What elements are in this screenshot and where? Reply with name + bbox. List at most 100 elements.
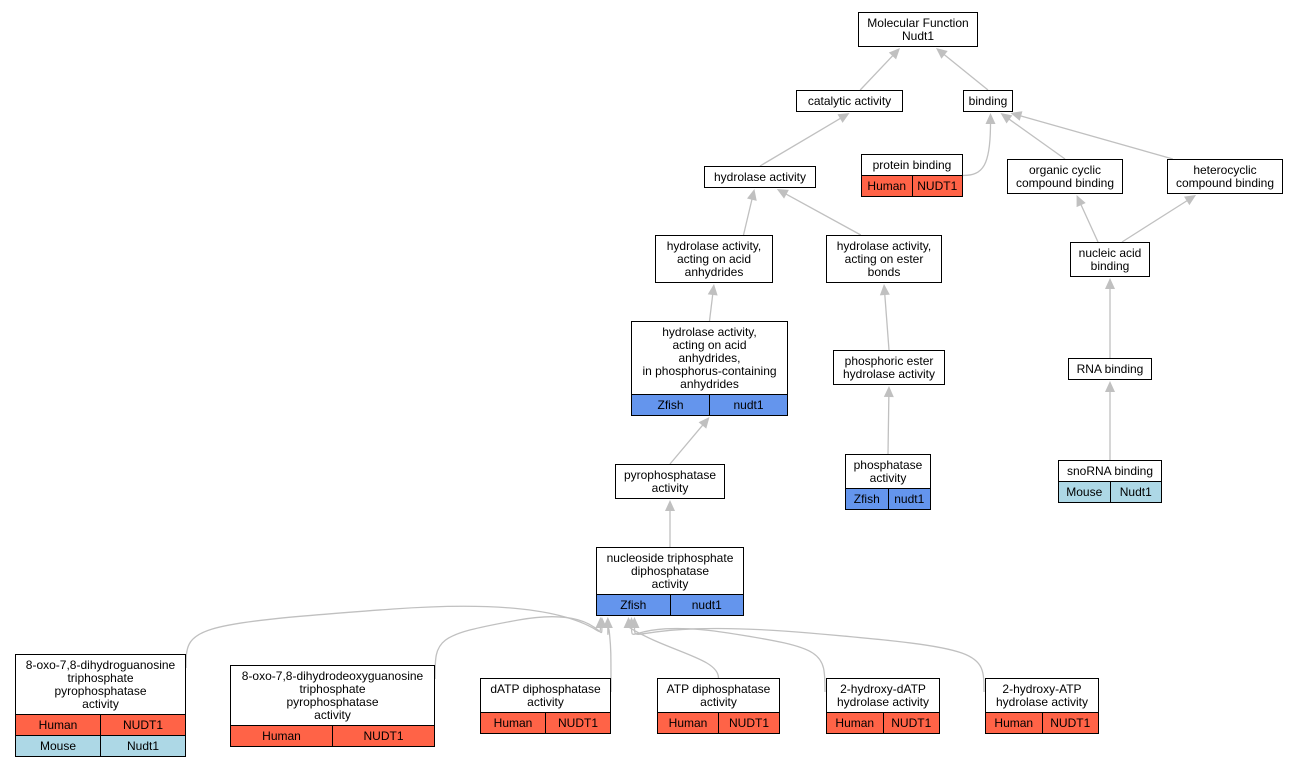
edge-line	[859, 54, 894, 91]
edge-line	[1121, 199, 1188, 243]
species-cell: Human	[668, 716, 708, 730]
go-term-node[interactable]: organic cyclic compound binding	[1007, 159, 1123, 194]
edge-line	[943, 53, 989, 91]
edge-line	[1019, 115, 1173, 160]
edge-arrowhead	[936, 48, 948, 59]
edge-line	[669, 424, 704, 465]
go-term-label: snoRNA binding	[1066, 464, 1154, 478]
go-term-node[interactable]: hydrolase activity, acting on acid anhyd…	[655, 235, 773, 283]
go-term-node[interactable]: hydrolase activity, acting on ester bond…	[826, 235, 942, 283]
species-cell: Human	[867, 179, 907, 193]
go-term-node[interactable]: 8-oxo-7,8-dihydroguanosine triphosphate …	[15, 654, 186, 757]
go-term-label: 8-oxo-7,8-dihydrodeoxyguanosine triphosp…	[241, 669, 424, 722]
edge-line	[607, 626, 612, 693]
go-term-label: 2-hydroxy-dATP hydrolase activity	[836, 682, 930, 709]
species-cell: Mouse	[39, 739, 77, 753]
edge-line	[628, 626, 720, 679]
go-term-node[interactable]: hydrolase activity, acting on acid anhyd…	[631, 321, 788, 416]
go-term-label: RNA binding	[1076, 362, 1144, 376]
edge-line	[887, 395, 890, 455]
go-term-label: dATP diphosphatase activity	[490, 682, 601, 709]
gene-cell: nudt1	[887, 489, 931, 509]
go-term-node[interactable]: hydrolase activity	[704, 166, 816, 188]
gene-cell: nudt1	[709, 395, 787, 415]
species-cell: Zfish	[657, 398, 684, 412]
go-term-label: heterocyclic compound binding	[1175, 163, 1275, 190]
go-term-label: hydrolase activity, acting on acid anhyd…	[666, 239, 762, 279]
edge-arrowhead	[602, 617, 613, 628]
go-term-node[interactable]: heterocyclic compound binding	[1167, 159, 1283, 194]
edge-line	[742, 198, 753, 236]
annotation-row: Human NUDT1	[862, 175, 962, 196]
go-term-node[interactable]: 8-oxo-7,8-dihydrodeoxyguanosine triphosp…	[230, 665, 435, 747]
gene-cell: NUDT1	[911, 176, 963, 196]
gene-cell: NUDT1	[1041, 713, 1099, 733]
edge-line	[708, 293, 714, 322]
go-term-label: nucleoside triphosphate diphosphatase ac…	[606, 551, 734, 591]
edge-arrowhead	[1184, 195, 1196, 206]
gene-cell: nudt1	[669, 595, 744, 615]
species-cell: Human	[38, 718, 78, 732]
edge-arrowhead	[1010, 111, 1023, 121]
go-term-label: catalytic activity	[807, 94, 892, 108]
go-term-label: Molecular Function Nudt1	[867, 16, 969, 43]
go-term-node[interactable]: nucleic acid binding	[1070, 242, 1150, 277]
gene-cell: NUDT1	[882, 713, 940, 733]
go-term-label: hydrolase activity	[713, 170, 807, 184]
edge-arrowhead	[1105, 381, 1115, 392]
edge-arrowhead	[629, 617, 640, 628]
edge-line	[759, 117, 842, 167]
species-cell: Human	[262, 729, 301, 743]
annotation-row: Human NUDT1	[231, 725, 434, 746]
annotation-row: Human NUDT1	[827, 712, 939, 733]
go-term-node[interactable]: binding	[963, 90, 1013, 112]
go-term-label: hydrolase activity, acting on acid anhyd…	[642, 325, 777, 391]
go-term-node[interactable]: catalytic activity	[796, 90, 903, 112]
edge-arrowhead	[707, 284, 718, 296]
gene-cell: NUDT1	[718, 713, 779, 733]
gene-cell: Nudt1	[1109, 482, 1162, 502]
annotation-row: Zfish nudt1	[632, 394, 787, 415]
go-term-label: binding	[968, 94, 1008, 108]
species-cell: Zfish	[853, 492, 880, 506]
annotation-row: Mouse Nudt1	[16, 735, 185, 756]
gene-cell: NUDT1	[332, 726, 434, 746]
edge-arrowhead	[776, 189, 789, 199]
go-term-label: nucleic acid binding	[1078, 246, 1142, 273]
go-term-node[interactable]: RNA binding	[1068, 358, 1152, 380]
edge-arrowhead	[698, 417, 710, 429]
edge-arrowhead	[879, 284, 890, 296]
edge-arrowhead	[1000, 113, 1013, 124]
go-term-label: 8-oxo-7,8-dihydroguanosine triphosphate …	[25, 658, 176, 711]
edge-line	[185, 605, 602, 669]
species-cell: Zfish	[620, 598, 647, 612]
edge-line	[1080, 203, 1099, 243]
edge-line	[434, 616, 603, 680]
go-term-label: hydrolase activity, acting on ester bond…	[836, 239, 932, 279]
edge-arrowhead	[837, 113, 850, 123]
edge-arrowhead	[985, 113, 996, 124]
annotation-row: Human NUDT1	[658, 712, 779, 733]
gene-cell: Nudt1	[100, 736, 185, 756]
annotation-row: Zfish nudt1	[846, 488, 930, 509]
go-term-node[interactable]: pyrophosphatase activity	[615, 464, 725, 499]
edge-arrowhead	[665, 500, 675, 511]
go-term-node[interactable]: Molecular Function Nudt1	[858, 12, 978, 47]
species-cell: Human	[835, 716, 875, 730]
edge-line	[962, 122, 992, 177]
go-term-label: phosphatase activity	[853, 458, 923, 485]
go-term-node[interactable]: nucleoside triphosphate diphosphatase ac…	[596, 547, 744, 616]
go-term-label: protein binding	[872, 158, 952, 172]
go-term-node[interactable]: phosphoric ester hydrolase activity	[833, 350, 945, 385]
